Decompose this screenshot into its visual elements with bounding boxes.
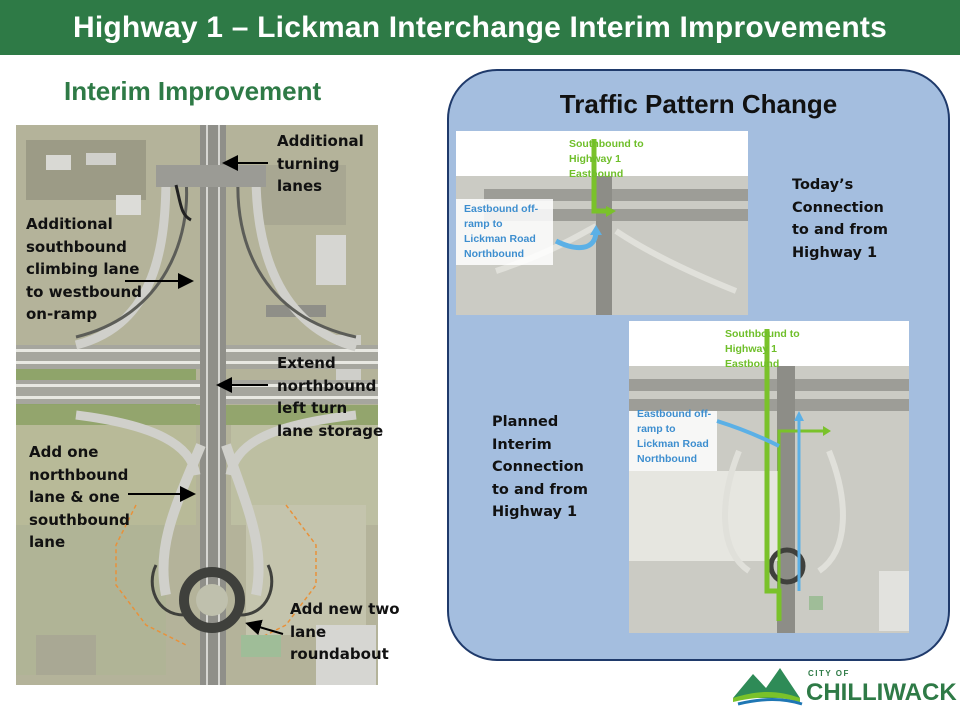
label-turning-lanes: Additional turning lanes (277, 132, 364, 195)
aerial-map (16, 125, 378, 685)
logo-mark: CITY OF CHILLIWACK (733, 668, 957, 706)
label-extend-storage: Extend northbound left turn lane storage (277, 354, 384, 440)
inset1-southbound-label: Southbound to Highway 1 Eastbound (569, 138, 644, 180)
slide-title: Highway 1 – Lickman Interchange Interim … (73, 10, 887, 44)
label-add-lanes: Add one northbound lane & one southbound… (29, 443, 130, 551)
logo-big-text: CHILLIWACK (806, 679, 957, 706)
traffic-pattern-heading: Traffic Pattern Change (559, 89, 838, 119)
label-climbing-lane: Additional southbound climbing lane to w… (26, 215, 142, 323)
inset2-southbound-label: Southbound to Highway 1 Eastbound (725, 328, 800, 370)
planned-connection-label: Planned Interim Connection to and from H… (492, 414, 589, 520)
inset-planned-graphic (629, 321, 909, 633)
arrow-roundabout (245, 619, 284, 636)
today-connection-label: Today’s Connection to and from Highway 1 (792, 177, 889, 261)
inset2-eastbound-label: Eastbound off- ramp to Lickman Road Nort… (637, 408, 712, 465)
inset-today-map (456, 131, 748, 315)
chilliwack-logo: CITY OF CHILLIWACK (728, 660, 958, 710)
inset1-eastbound-label: Eastbound off- ramp to Lickman Road Nort… (464, 203, 539, 260)
title-bar: Highway 1 – Lickman Interchange Interim … (0, 0, 960, 55)
aerial-map-graphic (16, 125, 378, 685)
interim-heading: Interim Improvement (64, 76, 322, 106)
logo-small-text: CITY OF (808, 669, 850, 678)
label-roundabout: Add new two lane roundabout (290, 600, 400, 663)
inset-planned-map (629, 321, 909, 633)
inset-today-graphic (456, 131, 748, 315)
